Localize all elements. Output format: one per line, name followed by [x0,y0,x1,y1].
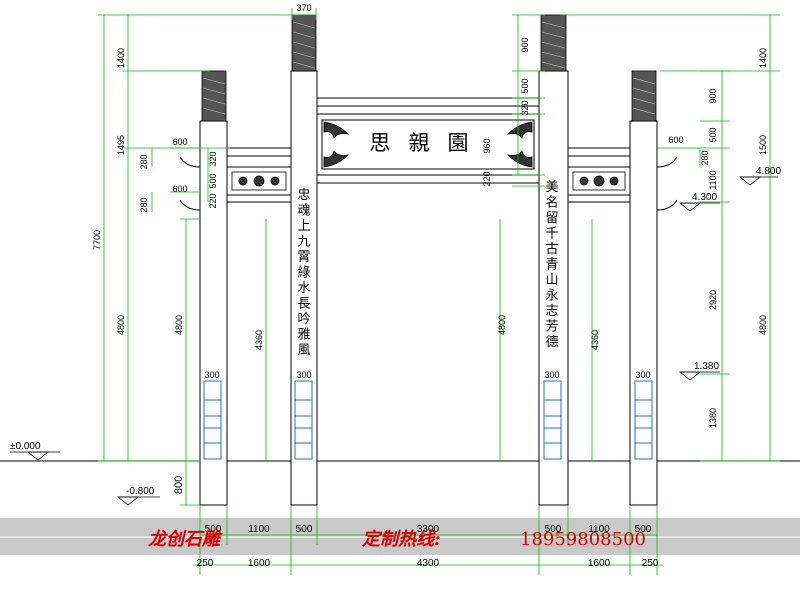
couplet-left-char: 風 [297,343,310,358]
couplet-right-char: 志 [545,304,558,319]
dim-left-outer-total: 7700 [92,230,102,250]
elevation-markers [10,176,778,506]
pillar-caps [201,14,657,122]
dim-right-c5: 1380 [708,408,718,428]
elev-side-lintel: 4.300 [692,192,717,203]
dim-left-s1: 320 [208,151,218,166]
dim-right-inner-b: 4360 [590,330,600,350]
dim-center-d: 960 [482,138,492,153]
dim-eave-h1: 280 [139,154,149,169]
banner-company: 龙创石雕 [148,529,223,550]
couplet-right-char: 山 [545,273,558,288]
couplet-right-char: 德 [545,335,558,350]
dim-left-s3: 220 [208,193,218,208]
bottom-dim-row1-label: 500 [635,524,652,535]
couplet-left-char: 雅 [297,328,310,343]
couplet-left-char: 忠 [297,188,310,203]
dim-right-s2: 1100 [708,170,718,189]
dim-left-inner-b: 4360 [254,330,264,350]
dim-pillar-cap: 370 [296,3,311,13]
couplet-right-char: 千 [545,227,558,242]
dim-left-outer-c: 4800 [116,315,126,335]
dim-right-r1: 1400 [758,48,768,68]
couplet-left-char: 九 [297,235,310,250]
couplet-right-char: 芳 [545,320,558,335]
bottom-dim-row1-label: 3300 [417,524,440,535]
couplet-right-char: 永 [545,289,558,304]
bottom-dim-row2-label: 250 [642,558,659,569]
bottom-dims-row1: 500 1100 500 3300 500 1100 500 [205,524,652,535]
dim-right-c2: 900 [708,88,718,103]
bottom-dim-row1-label: 500 [296,524,313,535]
couplet-right-char: 名 [545,195,558,211]
couplet-right-char: 青 [545,258,558,273]
plaque-text: 思親園 [370,131,487,155]
dim-left-inner-a: 4800 [174,315,184,335]
carved-panels [231,121,626,191]
dim-eave-w2: 600 [172,184,187,194]
couplet-left-char: 水 [297,281,310,296]
banner-phone: 18959808500 [520,529,646,550]
dim-right-r3: 4800 [758,315,768,335]
bottom-dim-row2-label: 4300 [417,558,440,569]
dim-right-inner-a: 4800 [497,315,507,335]
dimension-lines [98,8,780,575]
bottom-dims-row2: 250 1600 4300 1600 250 [197,558,659,569]
dim-center-c: 320 [520,100,530,115]
bottom-dim-row1-label: 1100 [588,524,610,535]
bottom-dim-row1-label: 500 [205,524,222,535]
dim-base-depth: 800 [173,476,185,494]
bottom-dim-row2-label: 1600 [588,558,611,569]
watermark-banner [0,518,800,555]
couplet-left-char: 上 [297,219,310,234]
window-3 [543,380,562,460]
banner-hotline-label: 定制热线: [361,529,441,550]
dim-left-s2: 500 [208,173,218,188]
window-label: 300 [544,370,559,380]
window-label: 300 [204,370,219,380]
dim-right-eave-w: 600 [668,135,683,145]
window-label: 300 [635,370,650,380]
dim-eave-w1: 600 [172,137,187,147]
couplet-right-char: 留 [545,211,558,226]
window-labels: 300 300 300 300 [204,370,650,380]
dim-right-s1: 500 [708,127,718,142]
couplet-right-char: 古 [545,242,558,257]
window-4 [634,380,653,460]
elev-side-roof: 4.800 [756,166,781,177]
dim-right-eave-h: 280 [700,150,710,165]
window-1 [203,380,222,460]
dim-left-outer-b: 1495 [116,135,126,155]
dim-eave-h2: 280 [139,197,149,212]
window-2 [294,380,313,460]
couplet-left-char: 綠 [297,266,310,281]
bottom-dim-row1-label: 1100 [248,524,270,535]
elev-base: -0.800 [126,486,155,497]
couplet-right-char: 美 [545,180,558,195]
window-label: 300 [296,370,311,380]
bottom-dim-row1-label: 500 [545,524,562,535]
couplet-left-char: 魂 [297,203,310,219]
elev-window: 1.380 [694,361,719,372]
dim-right-r2: 1500 [758,135,768,155]
couplet-left-char: 吟 [297,311,310,327]
dim-right-c4: 2920 [708,290,718,310]
lattice-windows [203,380,653,460]
dim-left-outer-a: 1400 [116,48,126,68]
dim-center-a: 900 [520,37,530,52]
dim-center-e: 220 [482,171,492,186]
couplet-left-char: 長 [297,297,310,312]
bottom-dim-row2-label: 1600 [248,558,271,569]
dim-center-b: 500 [520,78,530,93]
couplet-left-char: 霄 [297,250,310,265]
main-beams [316,97,540,184]
elev-ground: ±0.000 [10,441,41,452]
bottom-dim-row2-label: 250 [197,558,214,569]
